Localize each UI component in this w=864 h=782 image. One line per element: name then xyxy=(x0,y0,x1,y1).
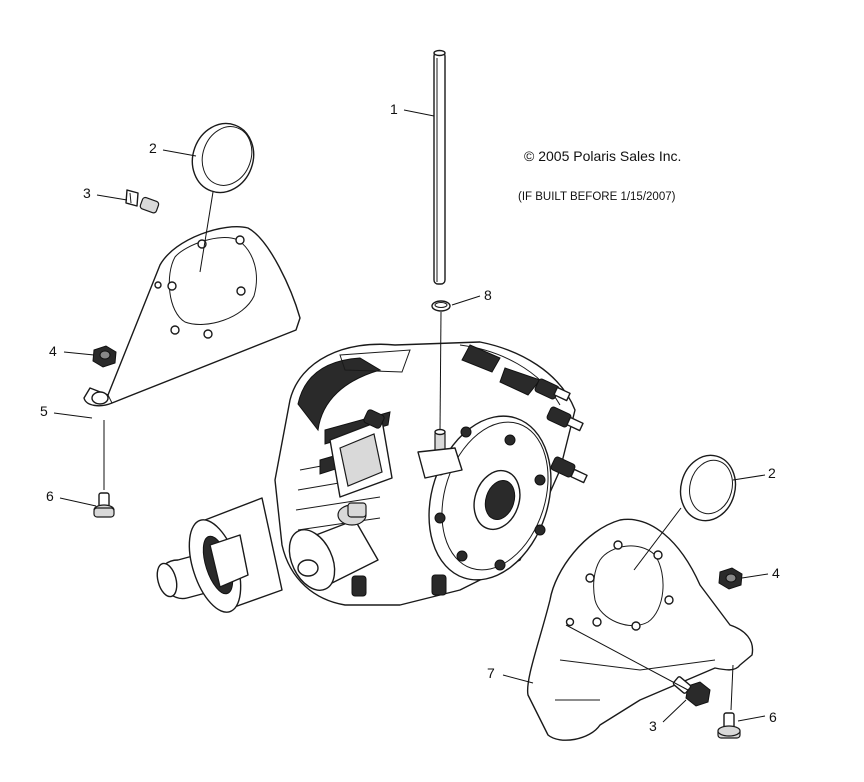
bolt-left-bottom xyxy=(93,492,115,518)
vent-tube xyxy=(433,49,446,285)
bolt-right-bottom xyxy=(717,712,741,739)
build-date-note: (IF BUILT BEFORE 1/15/2007) xyxy=(518,191,676,203)
bracket-left xyxy=(83,226,301,407)
housing-bolts xyxy=(347,378,588,597)
copyright-note: © 2005 Polaris Sales Inc. xyxy=(524,148,681,164)
bracket-right xyxy=(526,518,754,741)
callout-5: 5 xyxy=(40,403,48,419)
callout-2-left: 2 xyxy=(149,140,157,156)
callout-1: 1 xyxy=(390,101,398,117)
callout-6-left: 6 xyxy=(46,488,54,504)
nut-right xyxy=(718,567,743,590)
bolt-right xyxy=(672,676,711,707)
callout-4-left: 4 xyxy=(49,343,57,359)
hose-clamp xyxy=(431,300,451,312)
callouts: 1 2 3 4 5 6 8 2 4 7 3 6 xyxy=(40,101,780,734)
seal-right xyxy=(679,454,737,522)
callout-3-right: 3 xyxy=(649,718,657,734)
seal-left xyxy=(191,122,255,194)
gearcase-assembly xyxy=(156,341,588,613)
callout-4-right: 4 xyxy=(772,565,780,581)
callout-3-left: 3 xyxy=(83,185,91,201)
leader-lines xyxy=(53,109,769,723)
callout-6-right: 6 xyxy=(769,709,777,725)
bolt-left-top xyxy=(125,189,160,214)
callout-8: 8 xyxy=(484,287,492,303)
callout-7: 7 xyxy=(487,665,495,681)
callout-2-right: 2 xyxy=(768,465,776,481)
nut-left xyxy=(92,345,117,368)
